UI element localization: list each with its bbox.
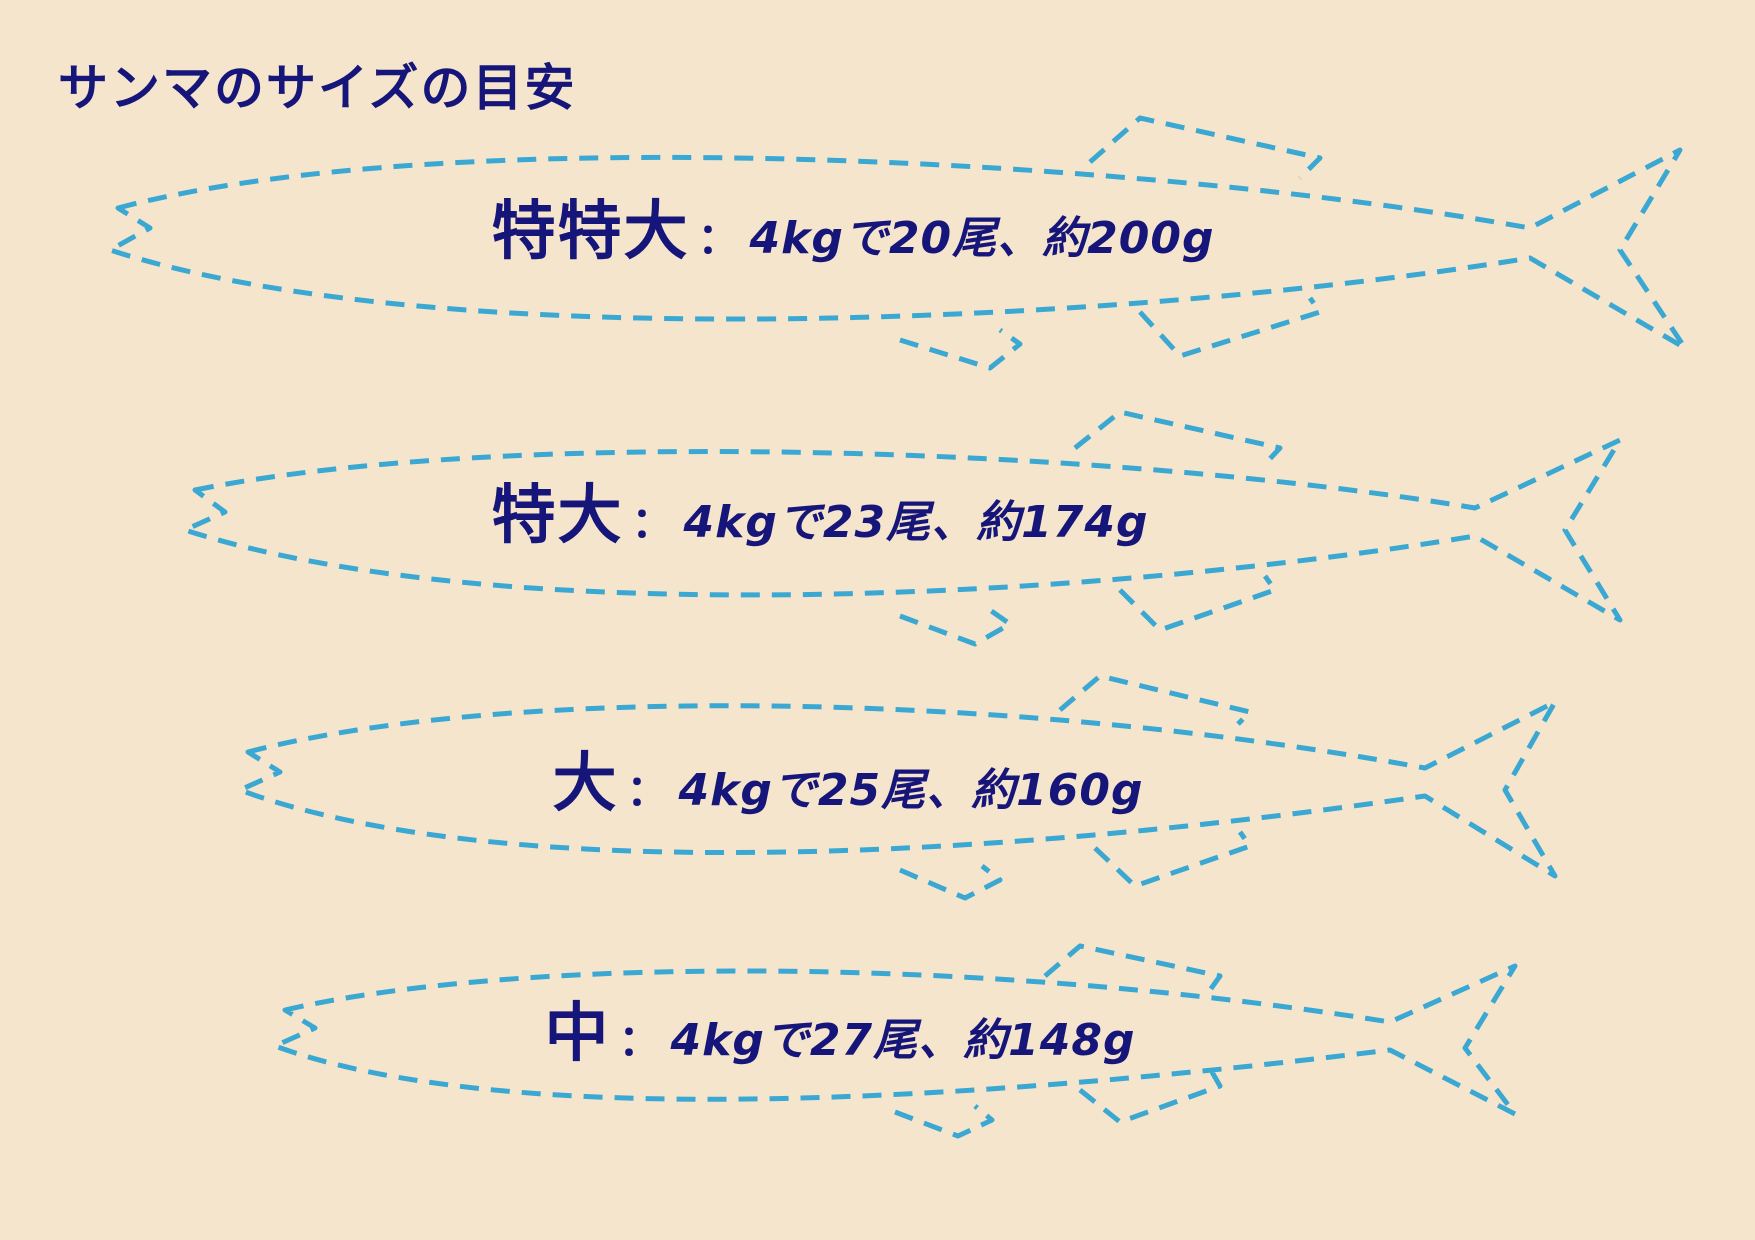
size-name: 中: [544, 997, 611, 1071]
size-label-chu: 中：4kgで27尾、約148g: [545, 1002, 1136, 1066]
separator: ：: [618, 1016, 661, 1065]
size-name: 特大: [491, 479, 624, 553]
size-name: 大: [552, 747, 619, 821]
size-description: 4kgで20尾、約200g: [749, 213, 1215, 264]
size-label-dai: 大：4kgで25尾、約160g: [553, 752, 1144, 816]
size-label-tokudai: 特大：4kgで23尾、約174g: [492, 484, 1149, 548]
size-description: 4kgで27尾、約148g: [670, 1015, 1136, 1066]
separator: ：: [697, 214, 740, 263]
size-description: 4kgで25尾、約160g: [678, 765, 1144, 816]
page-title: サンマのサイズの目安: [58, 59, 577, 117]
fish-outline-icon: [182, 409, 1623, 647]
separator: ：: [631, 498, 674, 547]
fish-outline-icon: [107, 115, 1688, 371]
size-label-tokutokudai: 特特大：4kgで20尾、約200g: [492, 200, 1215, 264]
separator: ：: [626, 766, 669, 815]
fish-outline-icon: [237, 673, 1558, 901]
size-description: 4kgで23尾、約174g: [683, 497, 1149, 548]
size-name: 特特大: [491, 195, 690, 269]
